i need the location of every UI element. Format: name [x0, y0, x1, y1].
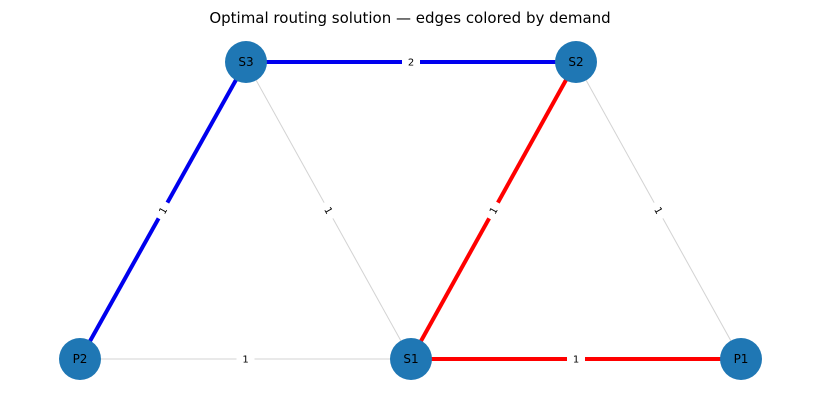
edge-label-bg [483, 199, 504, 222]
node-P1 [720, 338, 762, 380]
node-label-S2: S2 [568, 55, 583, 69]
edge-label-group-S3-S2: 2 [402, 55, 420, 69]
edge-label-group-S1-P1: 1 [567, 352, 585, 366]
edge-label-S3-S1: 1 [321, 206, 334, 217]
node-label-P2: P2 [73, 352, 88, 366]
edge-label-bg [318, 199, 339, 222]
edge-label-S2-P1: 1 [651, 206, 664, 217]
node-P2 [59, 338, 101, 380]
edge-label-bg [236, 352, 255, 366]
node-label-S3: S3 [238, 55, 253, 69]
node-label-S1: S1 [403, 352, 418, 366]
edge-label-bg [567, 352, 585, 366]
edge-label-group-S3-S1: 1 [318, 199, 339, 222]
edge-label-bg [152, 199, 174, 222]
node-S1 [390, 338, 432, 380]
edge-label-bg [402, 55, 420, 69]
edge-label-group-S2-S1: 1 [483, 199, 504, 222]
edge-label-S3-P2: 1 [158, 206, 171, 217]
edge-label-S1-P1: 1 [573, 355, 579, 366]
edge-label-S3-S2: 2 [408, 58, 414, 69]
edge-labels-layer: 1 1 1 2 1 1 1 [152, 55, 669, 366]
node-S2 [555, 41, 597, 83]
edge-label-group-P2-S1: 1 [236, 352, 255, 366]
edge-label-S2-S1: 1 [488, 206, 501, 217]
edge-label-P2-S1: 1 [242, 355, 248, 366]
edge-label-group-S2-P1: 1 [648, 199, 669, 222]
node-S3 [225, 41, 267, 83]
edge-label-group-S3-P2: 1 [152, 199, 174, 222]
edge-label-bg [648, 199, 669, 222]
node-label-P1: P1 [734, 352, 749, 366]
edges-layer [78, 60, 742, 361]
figure-title: Optimal routing solution — edges colored… [209, 9, 610, 27]
